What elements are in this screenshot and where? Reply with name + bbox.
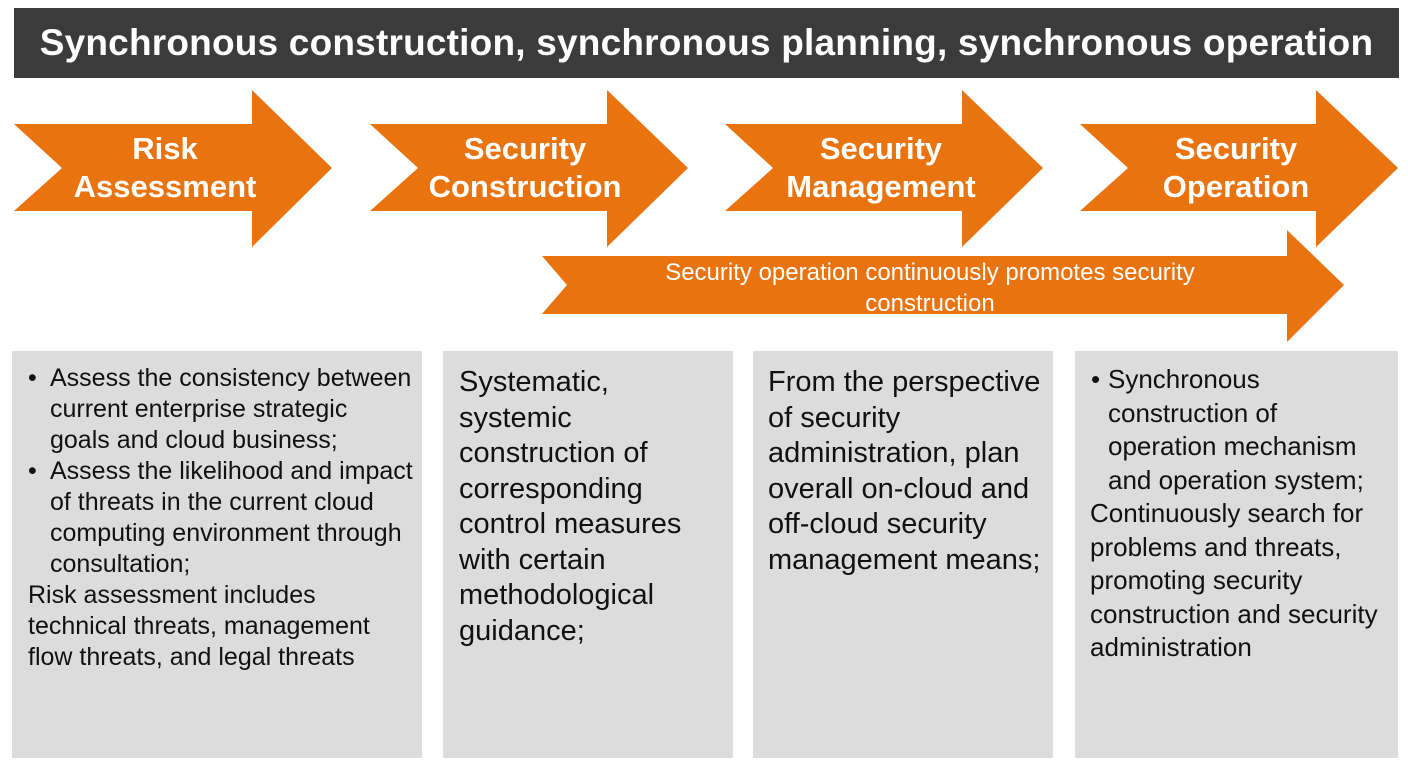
banner-line2: construction <box>865 290 995 317</box>
bullet-item: •Synchronous construction of operation m… <box>1091 363 1392 497</box>
stage-label-line1: Security <box>819 131 943 166</box>
stage-arrow-risk-assessment <box>14 90 332 247</box>
description-box-security-management: From the perspective of security adminis… <box>753 351 1053 758</box>
stage-arrow-security-construction <box>370 90 688 247</box>
box-paragraph: From the perspective of security adminis… <box>768 366 1041 576</box>
description-box-security-operation: •Synchronous construction of operation m… <box>1075 351 1398 758</box>
bullet-text: Assess the consistency between current e… <box>50 364 412 454</box>
bullet-list: • Assess the consistency between current … <box>28 363 414 580</box>
feedback-banner-label: Security operation continuously promotes… <box>560 256 1300 320</box>
bullet-text: Synchronous construction of operation me… <box>1108 364 1364 495</box>
bullet-icon: • <box>28 457 37 485</box>
stage-label-line1: Security <box>1174 131 1298 166</box>
description-box-risk-assessment: • Assess the consistency between current … <box>12 351 422 758</box>
stage-label-line1: Security <box>463 131 587 166</box>
bullet-item: • Assess the likelihood and impact of thr… <box>28 456 414 580</box>
box-paragraph: Continuously search for problems and thr… <box>1090 498 1378 662</box>
stage-arrow-security-operation <box>1080 90 1398 247</box>
bullet-list: •Synchronous construction of operation m… <box>1090 363 1392 497</box>
stage-arrow-security-management <box>725 90 1043 247</box>
feedback-banner-arrow <box>542 230 1344 342</box>
bullet-text: Assess the likelihood and impact of thre… <box>50 457 413 578</box>
stage-label-line2: Assessment <box>73 169 257 204</box>
stage-label-line2: Construction <box>428 169 622 204</box>
bullet-item: • Assess the consistency between current … <box>28 363 414 456</box>
stage-label-line2: Operation <box>1162 169 1310 204</box>
description-box-security-construction: Systematic, systemic construction of cor… <box>443 351 733 758</box>
box-paragraph: Systematic, systemic construction of cor… <box>459 366 682 647</box>
bullet-icon: • <box>28 364 37 392</box>
stage-label-line2: Management <box>786 169 976 204</box>
bullet-icon: • <box>1091 364 1101 394</box>
banner-line1: Security operation continuously promotes… <box>665 259 1195 286</box>
stage-label-line1: Risk <box>132 131 198 166</box>
diagram-title: Synchronous construction, synchronous pl… <box>14 8 1399 78</box>
box-paragraph: Risk assessment includes technical threa… <box>28 581 370 671</box>
